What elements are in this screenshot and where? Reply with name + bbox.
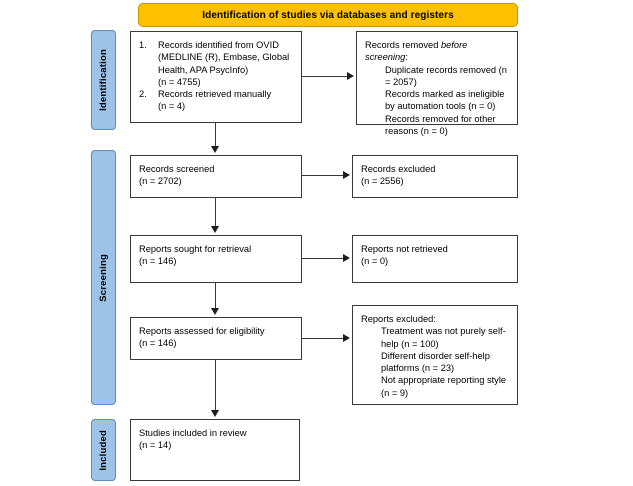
records-removed-line: Records marked as ineligible by automati… — [385, 89, 505, 112]
reports-excluded-heading: Reports excluded: — [361, 314, 436, 324]
phase-bar-screening: Screening — [91, 150, 116, 405]
reports-assessed-count: (n = 146) — [139, 338, 177, 349]
records-removed-line: Records removed for other reasons (n = 0… — [385, 113, 496, 137]
list-item: 2. Records retrieved manually (n = 4) — [139, 88, 293, 113]
list-item: 1. Records identified from OVID (MEDLINE… — [139, 39, 293, 88]
records-identified-list: 1. Records identified from OVID (MEDLINE… — [139, 39, 293, 113]
box-records-identified: 1. Records identified from OVID (MEDLINE… — [130, 31, 302, 123]
phase-bar-included: Included — [91, 419, 116, 481]
phase-label-identification: Identification — [98, 49, 109, 111]
records-removed-line: Duplicate records removed (n = 2057) — [385, 64, 507, 87]
connector-screened-to-excluded — [302, 175, 344, 177]
header-banner-label: Identification of studies via databases … — [202, 9, 454, 21]
arrowhead-down-icon — [211, 226, 219, 233]
records-screened-count: (n = 2702) — [139, 176, 182, 187]
phase-label-included: Included — [98, 429, 109, 471]
box-records-screened: Records screened (n = 2702) — [130, 155, 302, 198]
list-item-number: 2. — [139, 89, 147, 100]
box-studies-included: Studies included in review (n = 14) — [130, 419, 300, 481]
phase-label-screening: Screening — [98, 253, 109, 302]
records-removed-heading-italic: before screening — [365, 40, 468, 63]
header-banner: Identification of studies via databases … — [138, 3, 518, 27]
reports-assessed-label: Reports assessed for eligibility — [139, 326, 265, 336]
connector-sought-to-assessed — [215, 283, 217, 310]
arrowhead-right-icon — [343, 334, 350, 342]
connector-screened-to-sought — [215, 198, 217, 228]
arrowhead-right-icon — [347, 72, 354, 80]
reports-sought-label: Reports sought for retrieval — [139, 244, 252, 254]
studies-included-label: Studies included in review — [139, 428, 247, 438]
list-item-count: (n = 4755) — [158, 76, 201, 87]
list-item-count: (n = 4) — [158, 101, 186, 112]
records-excluded-count: (n = 2556) — [361, 176, 404, 187]
reports-excluded-line: Treatment was not purely self-help (n = … — [381, 326, 506, 349]
records-removed-heading-plain: Records removed — [365, 40, 441, 50]
records-screened-label: Records screened — [139, 164, 215, 174]
connector-identified-to-removed — [302, 76, 348, 78]
phase-bar-identification: Identification — [91, 30, 116, 130]
arrowhead-down-icon — [211, 146, 219, 153]
list-item-number: 1. — [139, 40, 147, 50]
connector-identified-to-screened — [215, 123, 217, 148]
box-records-excluded: Records excluded (n = 2556) — [352, 155, 518, 198]
connector-assessed-to-included — [215, 360, 217, 412]
studies-included-count: (n = 14) — [139, 440, 172, 451]
box-reports-not-retrieved: Reports not retrieved (n = 0) — [352, 235, 518, 283]
arrowhead-right-icon — [343, 254, 350, 262]
arrowhead-right-icon — [343, 171, 350, 179]
reports-excluded-line: Not appropriate reporting style (n = 9) — [381, 375, 507, 398]
box-records-removed: Records removed before screening: Duplic… — [356, 31, 518, 136]
box-reports-excluded: Reports excluded: Treatment was not pure… — [352, 305, 518, 405]
box-reports-assessed: Reports assessed for eligibility (n = 14… — [130, 317, 302, 360]
connector-sought-to-not-retrieved — [302, 258, 344, 260]
records-excluded-label: Records excluded — [361, 164, 436, 174]
reports-not-retrieved-label: Reports not retrieved — [361, 244, 448, 254]
records-removed-heading-suffix: : — [405, 52, 408, 63]
list-item-text: Records retrieved manually — [158, 89, 272, 100]
reports-not-retrieved-count: (n = 0) — [361, 256, 389, 267]
box-reports-sought: Reports sought for retrieval (n = 146) — [130, 235, 302, 283]
reports-sought-count: (n = 146) — [139, 256, 177, 267]
list-item-text: Records identified from OVID (MEDLINE (R… — [158, 40, 290, 75]
connector-assessed-to-reports-excluded — [302, 338, 344, 340]
arrowhead-down-icon — [211, 410, 219, 417]
arrowhead-down-icon — [211, 308, 219, 315]
records-removed-heading: Records removed before screening: — [365, 39, 509, 64]
reports-excluded-line: Different disorder self-help platforms (… — [381, 350, 490, 374]
